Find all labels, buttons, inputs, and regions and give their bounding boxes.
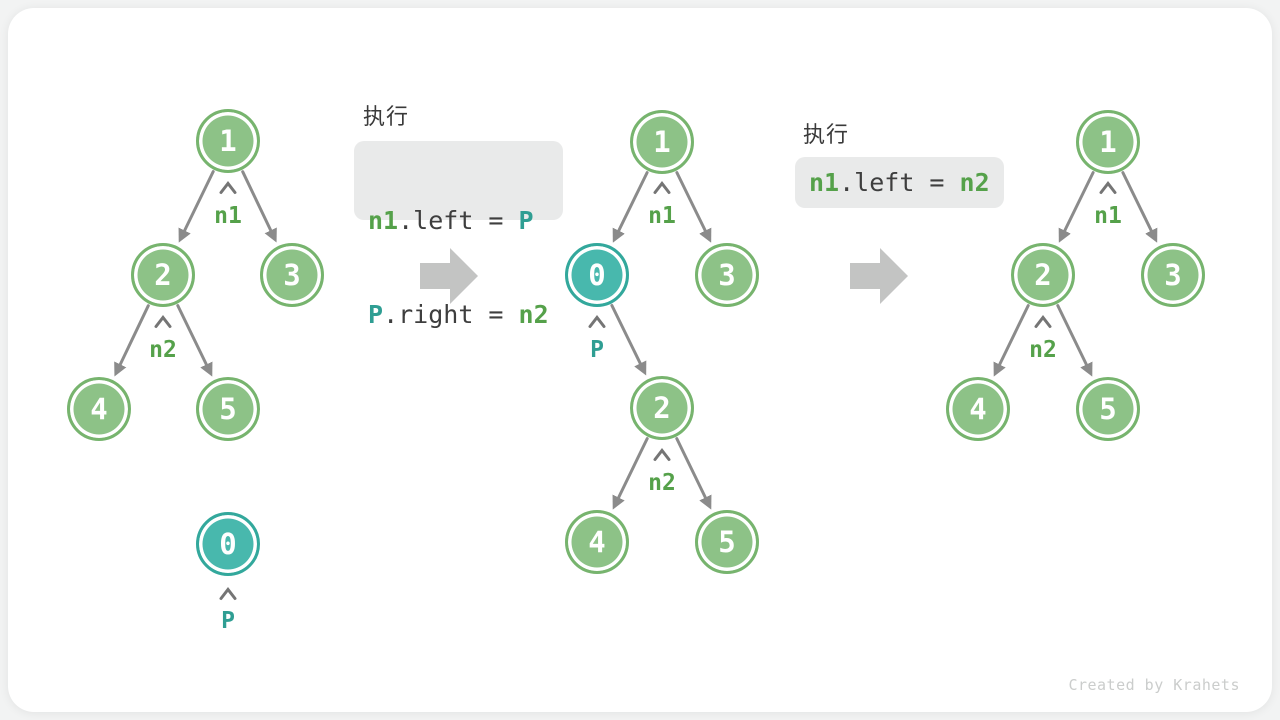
node-3: 3	[260, 243, 324, 307]
code-token: n2	[959, 167, 990, 197]
code-token: P	[518, 206, 534, 235]
node-5: 5	[196, 377, 260, 441]
code-line: n1.left = n2	[809, 165, 990, 201]
pointer-label-n1: n1	[214, 203, 242, 229]
code-line: n1.left = P	[368, 203, 563, 239]
code-token: n1	[809, 167, 840, 197]
step-title: 执行	[803, 122, 850, 147]
code-line: P.right = n2	[368, 297, 563, 333]
node-4: 4	[67, 377, 131, 441]
code-token: n2	[518, 300, 549, 329]
node-4: 4	[946, 377, 1010, 441]
diagram-card	[8, 8, 1272, 712]
pointer-label-n2: n2	[648, 470, 676, 496]
node-1: 1	[1076, 110, 1140, 174]
code-token: .left =	[839, 167, 960, 197]
step-title: 执行	[363, 104, 410, 129]
pointer-label-n2: n2	[149, 337, 177, 363]
node-1: 1	[196, 109, 260, 173]
watermark-credit: Created by Krahets	[1068, 676, 1240, 694]
pointer-label-p: P	[221, 608, 235, 634]
pointer-label-n1: n1	[1094, 203, 1122, 229]
node-5: 5	[695, 510, 759, 574]
pointer-label-n1: n1	[648, 203, 676, 229]
pointer-label-n2: n2	[1029, 337, 1057, 363]
code-token: .left =	[398, 206, 519, 235]
node-2: 2	[131, 243, 195, 307]
node-5: 5	[1076, 377, 1140, 441]
code-token: .right =	[383, 300, 519, 329]
node-0: 0	[565, 243, 629, 307]
code-block-1: n1.left = P P.right = n2	[354, 141, 563, 329]
code-block-2: n1.left = n2	[795, 157, 1004, 208]
node-1: 1	[630, 110, 694, 174]
node-2: 2	[1011, 243, 1075, 307]
code-token: P	[368, 300, 384, 329]
node-0: 0	[196, 512, 260, 576]
node-4: 4	[565, 510, 629, 574]
node-3: 3	[1141, 243, 1205, 307]
pointer-label-p: P	[590, 337, 604, 363]
node-2: 2	[630, 376, 694, 440]
code-token: n1	[368, 206, 399, 235]
node-3: 3	[695, 243, 759, 307]
